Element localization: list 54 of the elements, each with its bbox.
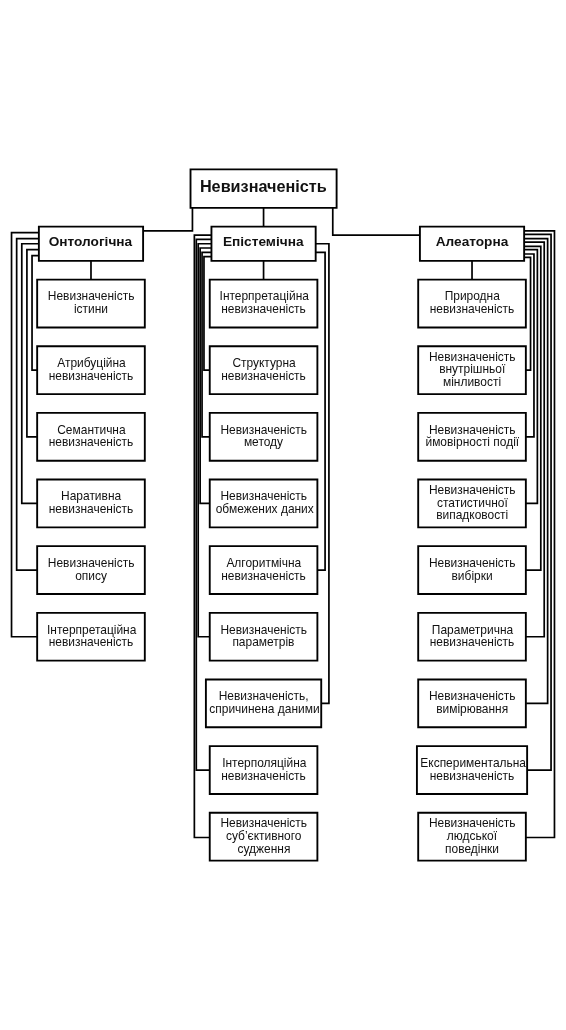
node-box: Невизначеність людської поведінки bbox=[417, 811, 527, 862]
node-box: Невизначеність ймовірності події bbox=[417, 411, 527, 462]
connector bbox=[195, 238, 213, 771]
connector bbox=[523, 248, 539, 505]
connector bbox=[523, 241, 546, 638]
node-box: Інтерполяційна невизначеність bbox=[208, 745, 319, 795]
connector bbox=[26, 248, 40, 438]
node-box: Невизначеність внутрішньої мінливості bbox=[417, 345, 527, 396]
connector bbox=[314, 251, 326, 571]
connector bbox=[523, 256, 532, 372]
node-box: Інтерпретаційна невизначеність bbox=[208, 278, 319, 329]
node-box: Невизначеність вимірювання bbox=[417, 678, 527, 729]
connector bbox=[10, 231, 40, 638]
connector bbox=[31, 254, 40, 372]
connector bbox=[331, 207, 421, 237]
node-box: Невизначеність статистичної випадковості bbox=[417, 478, 527, 529]
connector bbox=[262, 260, 265, 281]
connector bbox=[523, 237, 549, 705]
connector bbox=[314, 242, 330, 705]
node-box: Невизначеність вибірки bbox=[417, 545, 527, 595]
node-box: Невизначеність параметрів bbox=[208, 611, 319, 662]
node-box: Атрибуційна невизначеність bbox=[36, 345, 146, 396]
node-box: Невизначеність опису bbox=[36, 545, 146, 595]
connector bbox=[15, 237, 40, 571]
node-box: Наративна невизначеність bbox=[36, 478, 146, 529]
node-box: Невизначеність, спричинена даними bbox=[204, 678, 323, 729]
connector bbox=[90, 260, 92, 281]
node-box: Інтерпретаційна невизначеність bbox=[36, 611, 146, 662]
connector bbox=[203, 255, 213, 372]
node-box: Експериментальна невизначеність bbox=[416, 745, 529, 795]
node-box: Параметрична невизначеність bbox=[417, 611, 527, 662]
node-box: Структурна невизначеність bbox=[208, 345, 319, 396]
node-box: Алеаторна bbox=[418, 225, 526, 262]
node-box: Невизначеність методу bbox=[208, 411, 319, 462]
node-box: Невизначеність суб’єктивного судження bbox=[208, 811, 319, 862]
node-box: Невизначеність істини bbox=[36, 278, 146, 329]
connector bbox=[201, 251, 213, 438]
connector bbox=[20, 242, 40, 505]
node-box: Невизначеність обмежених даних bbox=[208, 478, 319, 529]
node-box: Невизначеність bbox=[189, 168, 338, 209]
connector bbox=[471, 260, 473, 281]
connector bbox=[523, 230, 556, 839]
node-box: Онтологічна bbox=[37, 225, 145, 262]
connector bbox=[199, 247, 213, 505]
connector bbox=[523, 245, 542, 571]
connector bbox=[142, 207, 194, 232]
connector bbox=[262, 207, 265, 228]
connector bbox=[197, 242, 213, 638]
connector bbox=[523, 233, 552, 771]
connector bbox=[523, 253, 535, 438]
node-box: Алгоритмічна невизначеність bbox=[208, 545, 319, 595]
node-box: Природна невизначеність bbox=[417, 278, 527, 329]
node-box: Семантична невизначеність bbox=[36, 411, 146, 462]
node-box: Епістемічна bbox=[210, 225, 317, 262]
